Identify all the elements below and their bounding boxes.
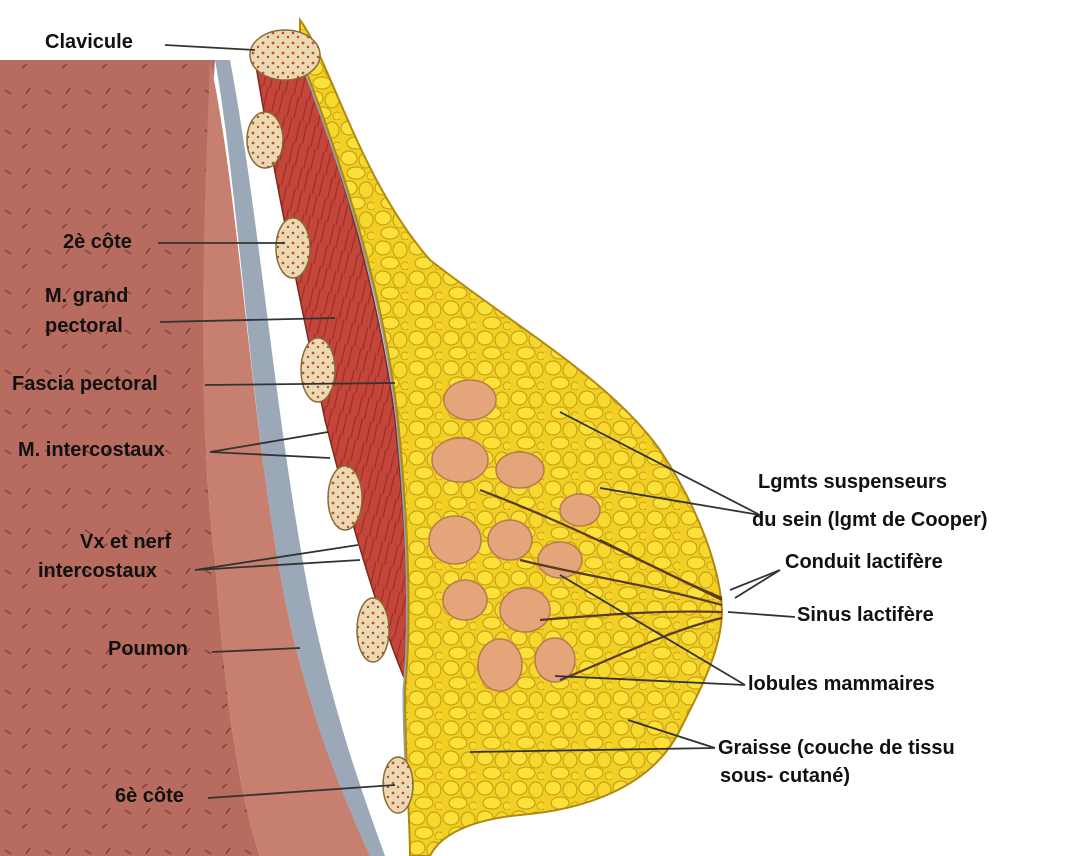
label-clavicule: Clavicule [45, 30, 133, 54]
label-sinus: Sinus lactifère [797, 603, 934, 627]
pointer-sinus [728, 612, 795, 617]
label-lobules: lobules mammaires [748, 672, 935, 696]
label-vx-nerf-line1: Vx et nerf [80, 530, 171, 554]
label-fascia: Fascia pectoral [12, 372, 158, 396]
label-cooper-line2: du sein (lgmt de Cooper) [752, 508, 988, 532]
label-cote2: 2è côte [63, 230, 132, 254]
label-poumon: Poumon [108, 637, 188, 661]
label-intercostaux: M. intercostaux [18, 438, 165, 462]
label-cooper-line1: Lgmts suspenseurs [758, 470, 947, 494]
label-grand-pectoral: M. grand pectoral [45, 284, 128, 338]
label-graisse-line2: sous- cutané) [720, 764, 850, 788]
pointer-conduit-2 [735, 570, 780, 598]
pointer-conduit-1 [730, 570, 780, 590]
label-conduit: Conduit lactifère [785, 550, 943, 574]
label-cote6: 6è côte [115, 784, 184, 808]
label-grand-pectoral-line2: pectoral [45, 314, 128, 338]
label-graisse-line1: Graisse (couche de tissu [718, 736, 955, 760]
label-grand-pectoral-line1: M. grand [45, 284, 128, 308]
pointer-clavicule [165, 45, 255, 50]
label-vx-nerf-line2: intercostaux [38, 559, 157, 583]
